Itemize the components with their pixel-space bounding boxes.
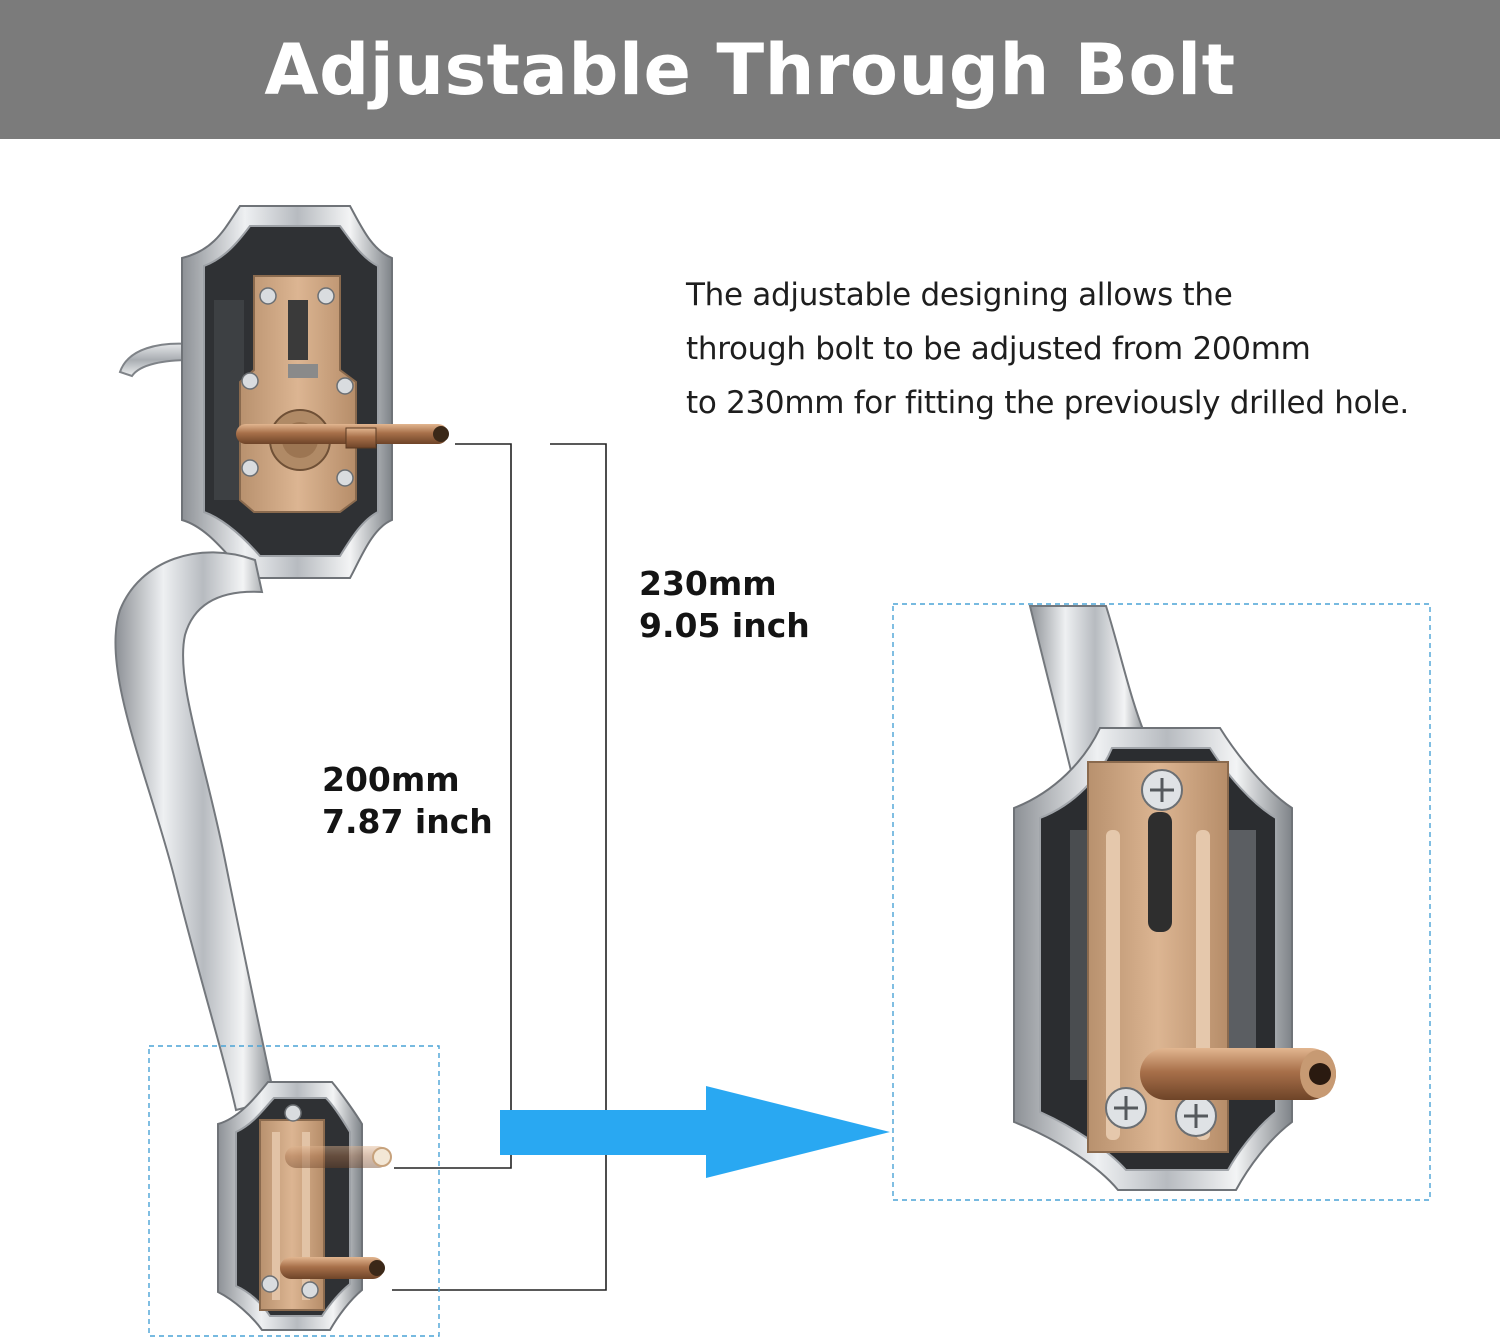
dimension-230-imperial: 9.05 inch xyxy=(639,606,810,645)
page-title: Adjustable Through Bolt xyxy=(264,28,1236,111)
zoomed-bolt-image xyxy=(1013,605,1336,1191)
description-line: through bolt to be adjusted from 200mm xyxy=(686,331,1311,367)
dimension-lines xyxy=(392,443,607,1291)
dimension-200-imperial: 7.87 inch xyxy=(322,802,493,841)
description-line: to 230mm for fitting the previously dril… xyxy=(686,385,1409,421)
dimension-200-metric: 200mm xyxy=(322,760,460,799)
dimension-230-metric: 230mm xyxy=(639,564,777,603)
header-banner: Adjustable Through Bolt xyxy=(0,0,1500,139)
description: The adjustable designing allows the thro… xyxy=(686,268,1486,430)
dimension-200-label: 200mm 7.87 inch xyxy=(322,759,493,843)
handleset-image xyxy=(114,205,449,1331)
arrow-right-icon xyxy=(500,1086,890,1178)
callout-box-small xyxy=(148,1045,440,1337)
description-line: The adjustable designing allows the xyxy=(686,277,1233,313)
dimension-230-label: 230mm 9.05 inch xyxy=(639,563,810,647)
